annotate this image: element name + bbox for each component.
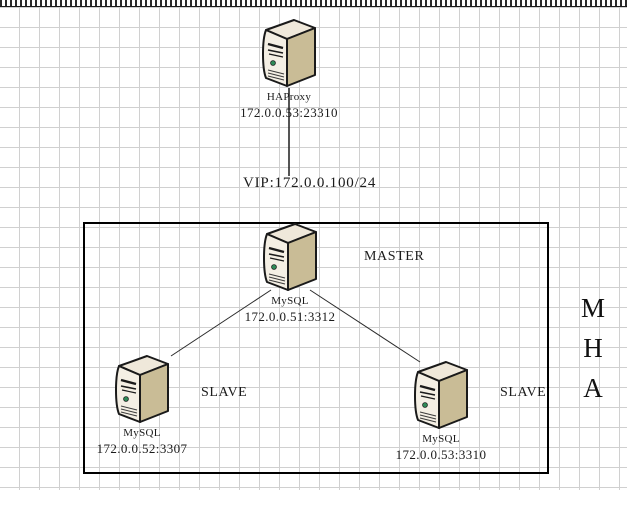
mha-letter-m: M: [580, 293, 605, 323]
slave-left-role-tag: SLAVE: [201, 385, 248, 400]
mha-letter-a: A: [583, 373, 603, 403]
node-slave-right[interactable]: MySQL 172.0.0.53:3310: [366, 360, 516, 462]
node-address-label: 172.0.0.53:3310: [395, 447, 487, 462]
node-role-label: HAProxy: [266, 91, 312, 103]
mha-letter-h: H: [583, 333, 603, 363]
link-master-slave-right: [309, 289, 421, 363]
node-address-label: 172.0.0.52:3307: [96, 441, 188, 456]
top-ruler-strip: [0, 0, 627, 7]
node-haproxy[interactable]: HAProxy 172.0.0.53:23310: [214, 18, 364, 120]
server-icon: [414, 361, 468, 429]
mha-vertical-title: M H A: [578, 288, 608, 408]
server-icon: [262, 19, 316, 87]
master-role-tag: MASTER: [364, 249, 425, 264]
server-icon: [115, 355, 169, 423]
slave-right-role-tag: SLAVE: [500, 385, 547, 400]
link-master-slave-left: [170, 289, 272, 357]
node-slave-left[interactable]: MySQL 172.0.0.52:3307: [67, 354, 217, 456]
vip-label: VIP:172.0.0.100/24: [243, 175, 377, 191]
node-role-label: MySQL: [271, 295, 309, 307]
node-role-label: MySQL: [422, 433, 460, 445]
node-address-label: 172.0.0.53:23310: [240, 105, 338, 120]
node-caption: MySQL 172.0.0.51:3312: [215, 294, 365, 324]
mha-group-box: [83, 222, 549, 474]
node-caption: MySQL 172.0.0.53:3310: [366, 432, 516, 462]
node-role-label: MySQL: [123, 427, 161, 439]
node-master[interactable]: MySQL 172.0.0.51:3312: [215, 222, 365, 324]
node-address-label: 172.0.0.51:3312: [244, 309, 336, 324]
node-caption: HAProxy 172.0.0.53:23310: [214, 90, 364, 120]
node-caption: MySQL 172.0.0.52:3307: [67, 426, 217, 456]
server-icon: [263, 223, 317, 291]
